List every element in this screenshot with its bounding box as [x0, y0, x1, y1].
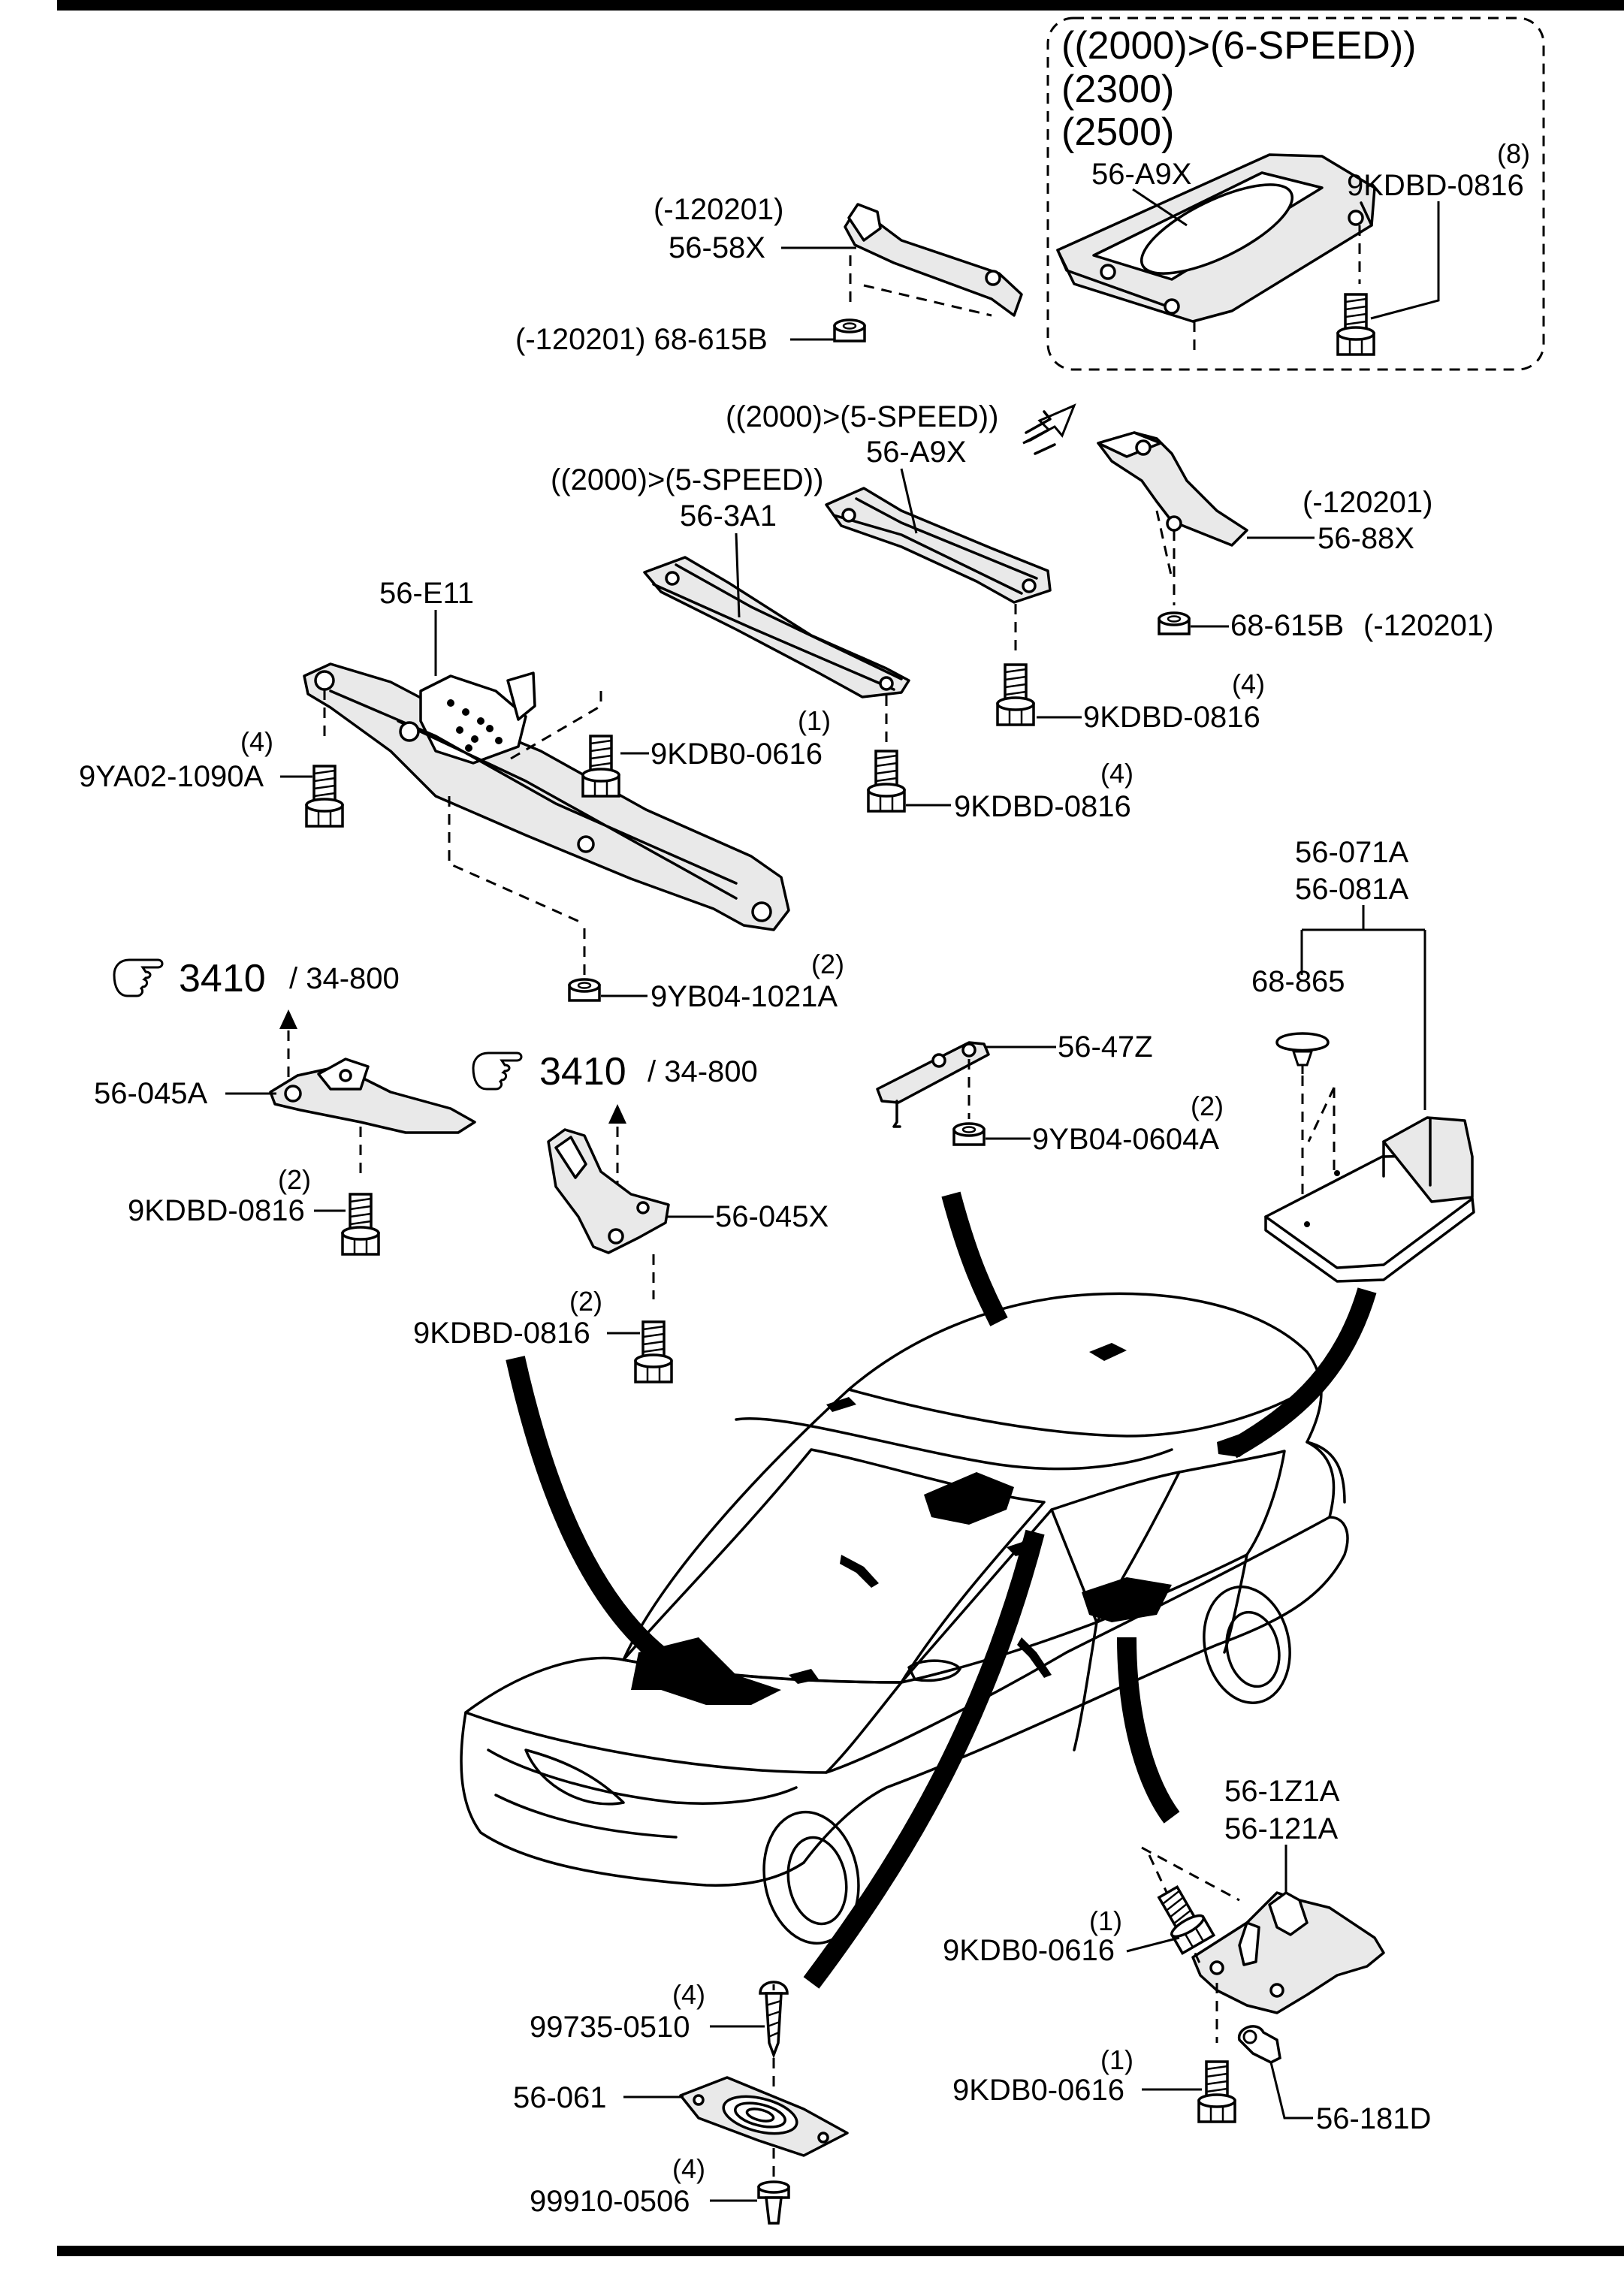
option-box-line3: (2500) [1061, 110, 1174, 154]
part-56-061 [679, 2076, 849, 2157]
label-9KDBD-0816-box: 9KDBD-0816 [1347, 169, 1524, 202]
label-56-3A1-note: ((2000)>(5-SPEED)) [551, 463, 823, 496]
qty-9YB04-0604A: (2) [1191, 1091, 1224, 1121]
bottom-border [57, 2246, 1624, 2256]
part-56-A9X-5speed [825, 487, 1052, 604]
ref2-number: 3410 [539, 1050, 626, 1094]
label-9KDB0-0616-a: 9KDB0-0616 [651, 738, 823, 771]
nut-9YB04-1021A [568, 978, 601, 1002]
label-56-58X-note: (-120201) [654, 193, 783, 226]
qty-9KDBD-0816-b: (4) [1100, 758, 1133, 789]
label-9YA02-1090A: 9YA02-1090A [79, 760, 264, 793]
label-56-A9X-box: 56-A9X [1091, 158, 1191, 191]
clip-56-181D [1238, 2025, 1281, 2064]
part-56-3A1 [643, 556, 910, 698]
qty-9KDBD-0816-d: (2) [569, 1286, 602, 1317]
ref2-page: / 34-800 [647, 1055, 758, 1088]
label-68-615B-right: 68-615B [1230, 609, 1344, 642]
qty-99910-0506: (4) [672, 2153, 705, 2184]
label-56-061: 56-061 [513, 2081, 607, 2114]
qty-9KDBD-0816-c: (2) [278, 1164, 311, 1195]
qty-9KDBD-0816-a: (4) [1232, 668, 1265, 699]
qty-9KDB0-0616-b: (1) [1089, 1905, 1122, 1936]
label-56-E11: 56-E11 [379, 577, 474, 610]
label-56-88X: 56-88X [1318, 522, 1414, 555]
label-56-081A: 56-081A [1295, 873, 1409, 906]
qty-99735-0510: (4) [672, 1979, 705, 2010]
label-56-181D: 56-181D [1316, 2102, 1431, 2135]
label-9KDBD-0816-c: 9KDBD-0816 [128, 1194, 305, 1227]
part-56-47Z [876, 1041, 990, 1128]
label-56-58X: 56-58X [669, 231, 765, 264]
label-9YB04-1021A: 9YB04-1021A [651, 980, 838, 1013]
bolt-9KDB0-0616-a [581, 735, 620, 798]
bolt-9KDBD-0816-a [996, 663, 1035, 726]
qty-9KDB0-0616-c: (1) [1100, 2044, 1133, 2075]
nut-68-615B-right [1158, 611, 1191, 635]
label-9KDB0-0616-c: 9KDB0-0616 [952, 2074, 1124, 2107]
ref1-number: 3410 [179, 957, 266, 1000]
bolt-9YA02-1090A [305, 765, 344, 828]
double-arrow-icon [1022, 403, 1076, 455]
part-56-071A-cover [1264, 1116, 1475, 1283]
label-68-615B-right-note: (-120201) [1363, 609, 1493, 642]
label-9YB04-0604A: 9YB04-0604A [1032, 1123, 1219, 1156]
option-box [1046, 17, 1545, 371]
label-9KDB0-0616-b: 9KDB0-0616 [943, 1934, 1115, 1967]
label-56-045X: 56-045X [715, 1200, 829, 1233]
ref1-page: / 34-800 [289, 962, 400, 995]
bolt-9KDBD-0816-b [867, 750, 906, 813]
option-box-line2: (2300) [1061, 68, 1174, 111]
label-56-47Z: 56-47Z [1058, 1030, 1153, 1064]
qty-9KDBD-0816-box: (8) [1497, 138, 1530, 169]
bolt-9KDBD-0816-d [634, 1320, 673, 1383]
nut-68-615B-top [833, 318, 866, 342]
qty-9YB04-1021A: (2) [811, 949, 844, 979]
label-99735-0510: 99735-0510 [530, 2011, 690, 2044]
part-56-E11 [303, 662, 790, 931]
label-99910-0506: 99910-0506 [530, 2185, 690, 2218]
part-56-58X [844, 203, 1023, 317]
option-box-line1: ((2000)>(6-SPEED)) [1061, 24, 1416, 68]
pointing-hand-icon [472, 1051, 523, 1091]
nut-9YB04-0604A [952, 1122, 986, 1146]
label-56-88X-note: (-120201) [1303, 486, 1432, 519]
label-56-121A: 56-121A [1224, 1812, 1339, 1845]
screw-99910-0506 [757, 2180, 790, 2225]
label-9KDBD-0816-b: 9KDBD-0816 [954, 790, 1131, 823]
label-56-071A: 56-071A [1295, 836, 1409, 869]
bolt-9KDB0-0616-c [1197, 2060, 1236, 2123]
part-56-1Z1A [1191, 1891, 1385, 2014]
top-border [57, 0, 1624, 11]
qty-9YA02-1090A: (4) [240, 726, 273, 757]
part-56-045X [547, 1128, 670, 1254]
part-56-A9X-6speed [1056, 153, 1376, 323]
label-68-865: 68-865 [1251, 965, 1345, 998]
pointing-hand-icon [113, 958, 164, 997]
bolt-9KDBD-0816-c [341, 1193, 380, 1256]
bolt-9KDBD-0816-box [1336, 293, 1375, 356]
label-56-1Z1A: 56-1Z1A [1224, 1775, 1340, 1808]
part-56-88X [1097, 431, 1248, 547]
label-56-045A: 56-045A [94, 1077, 208, 1110]
label-68-615B-top: (-120201) 68-615B [515, 323, 768, 356]
label-9KDBD-0816-d: 9KDBD-0816 [413, 1317, 590, 1350]
car-illustration [460, 1292, 1349, 1945]
label-9KDBD-0816-a: 9KDBD-0816 [1083, 701, 1260, 734]
label-56-3A1: 56-3A1 [680, 499, 777, 533]
label-56-A9X: 56-A9X [866, 436, 966, 469]
label-56-A9X-note: ((2000)>(5-SPEED)) [726, 400, 998, 433]
clip-68-865 [1275, 1032, 1330, 1074]
screw-99735-0510 [759, 1981, 789, 2059]
part-56-045A [269, 1058, 476, 1134]
qty-9KDB0-0616-a: (1) [798, 705, 831, 736]
